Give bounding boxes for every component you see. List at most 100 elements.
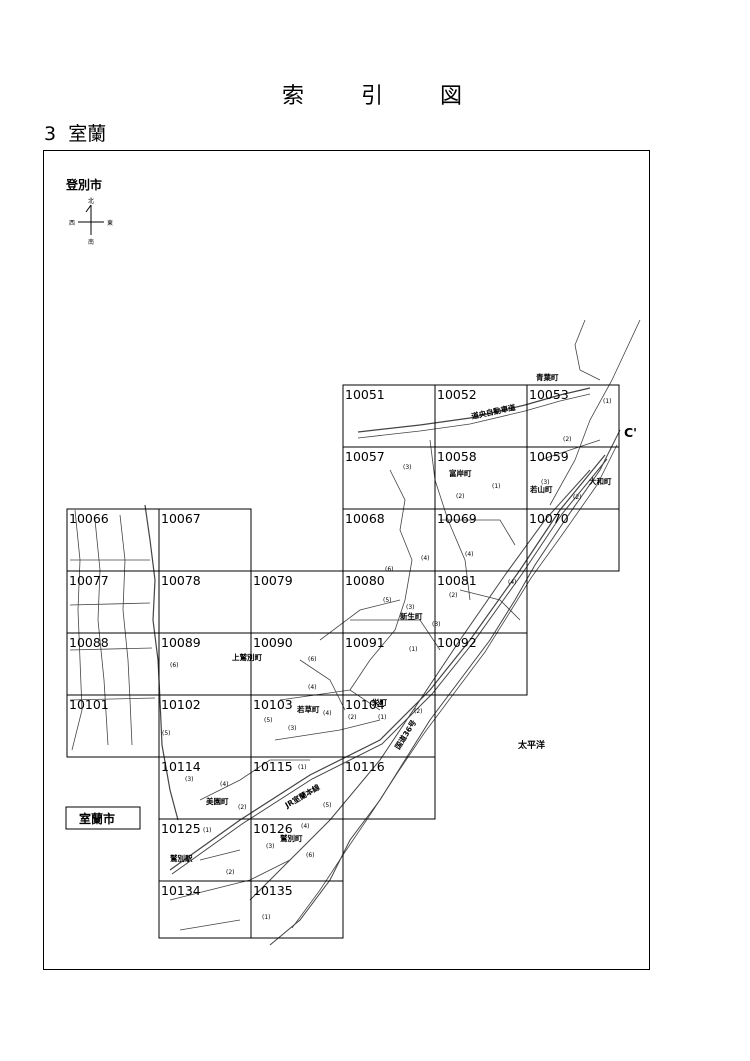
grid-label-10102[interactable]: 10102: [161, 697, 201, 712]
title-char-2: 引: [361, 84, 384, 109]
subdivision-marker: (5): [162, 730, 171, 737]
grid-label-10080[interactable]: 10080: [345, 573, 385, 588]
grid-label-10135[interactable]: 10135: [253, 883, 293, 898]
subdivision-marker: (1): [298, 764, 307, 771]
subdivision-marker: (3): [432, 621, 441, 628]
place-washibetsu: 鷲別町: [280, 833, 303, 843]
section-number: 3: [44, 123, 57, 145]
sea-label: 太平洋: [517, 739, 545, 751]
grid-label-10067[interactable]: 10067: [161, 511, 201, 526]
subdivision-markers: (1) (2) (3) (1) (2) (3) (2) (4) (4) (6) …: [162, 398, 612, 921]
grid-label-10088[interactable]: 10088: [69, 635, 109, 650]
subdivision-marker: (4): [421, 555, 430, 562]
subdivision-marker: (2): [449, 592, 458, 599]
grid-label-10070[interactable]: 10070: [529, 511, 569, 526]
place-kamiwashibetsu: 上鷲別町: [232, 652, 262, 662]
grid-label-10134[interactable]: 10134: [161, 883, 201, 898]
grid-label-10057[interactable]: 10057: [345, 449, 385, 464]
subdivision-marker: (5): [264, 717, 273, 724]
place-c-mark: C': [624, 425, 637, 440]
index-map-frame: [43, 150, 650, 970]
grid-label-10090[interactable]: 10090: [253, 635, 293, 650]
place-yamato: 大和町: [589, 476, 612, 486]
subdivision-marker: (1): [492, 483, 501, 490]
place-labels: 青葉町 道央自動車道 C' 富岸町 若山町 大和町 新生町 上鷲別町 若草町 栄…: [170, 372, 637, 863]
grid-label-10079[interactable]: 10079: [253, 573, 293, 588]
subdivision-marker: (1): [378, 714, 387, 721]
compass-south: 南: [88, 238, 94, 246]
city-label-muroran: 室蘭市: [79, 811, 115, 826]
place-tomikishi: 富岸町: [449, 468, 472, 478]
grid-label-10059[interactable]: 10059: [529, 449, 569, 464]
compass-east: 東: [107, 219, 113, 227]
street-network: [69, 319, 641, 946]
grid-label-10116[interactable]: 10116: [345, 759, 385, 774]
subdivision-marker: (3): [185, 776, 194, 783]
place-sakae: 栄町: [371, 697, 387, 707]
grid-label-10104[interactable]: 10104: [345, 697, 385, 712]
place-wakakusa: 若草町: [296, 704, 320, 714]
subdivision-marker: (4): [508, 579, 517, 586]
subdivision-marker: (4): [323, 710, 332, 717]
grid-label-10066[interactable]: 10066: [69, 511, 109, 526]
subdivision-marker: (2): [414, 708, 423, 715]
compass-north: 北: [88, 197, 94, 205]
grid-label-10125[interactable]: 10125: [161, 821, 201, 836]
subdivision-marker: (1): [203, 827, 212, 834]
subdivision-marker: (3): [266, 843, 275, 850]
grid-cells: [66, 384, 620, 939]
subdivision-marker: (2): [456, 493, 465, 500]
title-char-3: 図: [440, 84, 463, 109]
muroran-label-box: [65, 806, 141, 830]
grid-label-10091[interactable]: 10091: [345, 635, 385, 650]
grid-label-10078[interactable]: 10078: [161, 573, 201, 588]
subdivision-marker: (1): [409, 646, 418, 653]
section-title: 3 室蘭: [44, 119, 106, 146]
place-shinsei: 新生町: [400, 611, 423, 621]
grid-label-10053[interactable]: 10053: [529, 387, 569, 402]
grid-label-10114[interactable]: 10114: [161, 759, 201, 774]
compass-icon: 北 南 西 東: [69, 197, 113, 246]
grid-label-10051[interactable]: 10051: [345, 387, 385, 402]
subdivision-marker: (2): [348, 714, 357, 721]
grid-labels: 10051 10052 10053 10057 10058 10059 1006…: [69, 387, 569, 898]
grid-label-10058[interactable]: 10058: [437, 449, 477, 464]
subdivision-marker: (5): [323, 802, 332, 809]
grid-label-10077[interactable]: 10077: [69, 573, 109, 588]
grid-label-10068[interactable]: 10068: [345, 511, 385, 526]
place-misono: 美園町: [206, 796, 229, 806]
section-name: 室蘭: [68, 123, 107, 145]
subdivision-marker: (2): [226, 869, 235, 876]
grid-label-10052[interactable]: 10052: [437, 387, 477, 402]
subdivision-marker: (4): [220, 781, 229, 788]
subdivision-marker: (2): [563, 436, 572, 443]
subdivision-marker: (4): [301, 823, 310, 830]
subdivision-marker: (6): [385, 566, 394, 573]
grid-label-10115[interactable]: 10115: [253, 759, 293, 774]
subdivision-marker: (4): [465, 551, 474, 558]
subdivision-marker: (2): [573, 494, 582, 501]
subdivision-marker: (4): [308, 684, 317, 691]
grid-label-10089[interactable]: 10089: [161, 635, 201, 650]
subdivision-marker: (6): [170, 662, 179, 669]
subdivision-marker: (6): [306, 852, 315, 859]
grid-label-10069[interactable]: 10069: [437, 511, 477, 526]
grid-label-10126[interactable]: 10126: [253, 821, 293, 836]
subdivision-marker: (5): [383, 597, 392, 604]
grid-label-10081[interactable]: 10081: [437, 573, 477, 588]
subdivision-marker: (6): [308, 656, 317, 663]
page-title: 索 引 図: [0, 78, 750, 109]
subdivision-marker: (2): [238, 804, 247, 811]
subdivision-marker: (1): [262, 914, 271, 921]
place-wakayama: 若山町: [529, 484, 553, 494]
place-washibetsu-station: 鷲別駅: [170, 853, 193, 863]
subdivision-marker: (3): [403, 464, 412, 471]
city-label-noboribetsu: 登別市: [65, 177, 102, 192]
subdivision-marker: (3): [288, 725, 297, 732]
compass-west: 西: [69, 220, 75, 227]
grid-label-10101[interactable]: 10101: [69, 697, 109, 712]
grid-label-10092[interactable]: 10092: [437, 635, 477, 650]
place-aoba: 青葉町: [536, 372, 559, 382]
grid-label-10103[interactable]: 10103: [253, 697, 293, 712]
